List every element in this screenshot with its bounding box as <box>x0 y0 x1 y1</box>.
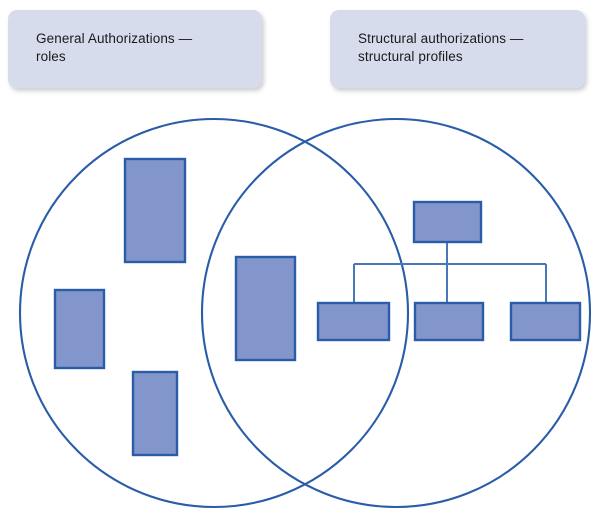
shared-box-1 <box>234 255 297 362</box>
caption-general-authorizations: General Authorizations — roles <box>8 10 262 88</box>
left-circle <box>18 117 410 509</box>
role-box-3 <box>131 370 179 457</box>
role-box-2 <box>53 288 106 370</box>
profile-child-2 <box>413 301 485 342</box>
right-circle <box>200 117 592 509</box>
caption-structural-authorizations: Structural authorizations — structural p… <box>330 10 585 88</box>
org-chart-connectors <box>353 242 547 303</box>
profile-root <box>412 200 483 244</box>
profile-child-1 <box>316 301 391 342</box>
role-box-1 <box>123 157 187 264</box>
profile-child-3 <box>509 301 582 342</box>
